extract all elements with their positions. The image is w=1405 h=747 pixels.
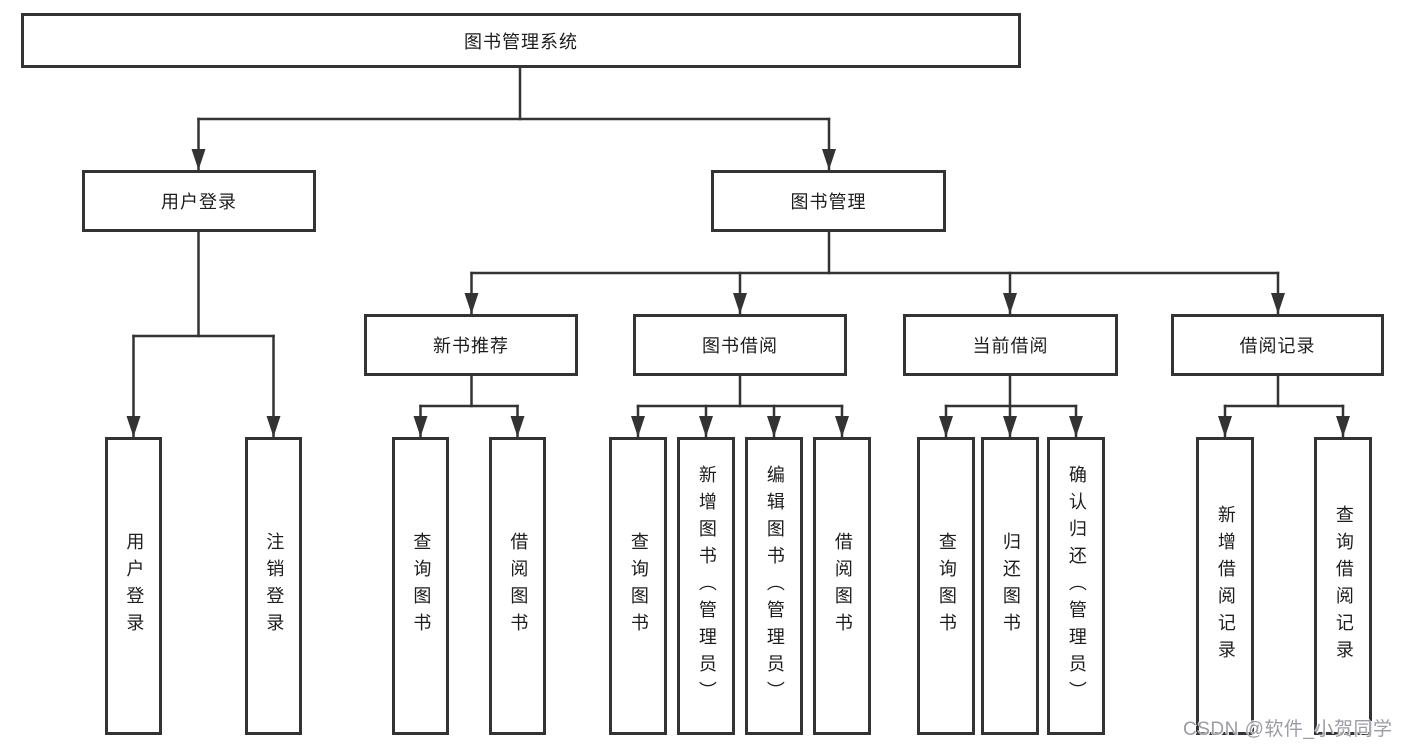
node-current-borrow: 当前借阅 — [903, 314, 1118, 376]
leaf-bb-query-books-label: 查询图书 — [628, 532, 649, 640]
leaf-query-books-label: 查询图书 — [411, 532, 432, 640]
node-borrow-records: 借阅记录 — [1171, 314, 1384, 376]
node-book-borrow: 图书借阅 — [633, 314, 847, 376]
node-borrow-records-label: 借阅记录 — [1239, 336, 1316, 356]
watermark: CSDN @软件_小贺同学 — [1183, 719, 1393, 740]
leaf-borrow-books-label: 借阅图书 — [508, 532, 529, 640]
leaf-bb-add-books-admin: 新增图书（管理员） — [677, 437, 735, 735]
node-book-borrow-label: 图书借阅 — [702, 336, 778, 356]
node-root-label: 图书管理系统 — [464, 31, 578, 52]
leaf-bb-edit-books-admin-label: 编辑图书（管理员） — [764, 464, 785, 708]
node-user-login-label: 用户登录 — [161, 192, 237, 212]
leaf-logout-label: 注销登录 — [264, 532, 285, 640]
leaf-cb-confirm-return-admin: 确认归还（管理员） — [1047, 437, 1105, 735]
node-book-management-label: 图书管理 — [790, 192, 867, 212]
node-user-login: 用户登录 — [82, 170, 316, 232]
leaf-borrow-books: 借阅图书 — [489, 437, 546, 735]
leaf-add-borrow-record-label: 新增借阅记录 — [1215, 505, 1236, 667]
node-new-book-recommend: 新书推荐 — [364, 314, 578, 376]
leaf-cb-confirm-return-admin-label: 确认归还（管理员） — [1066, 464, 1087, 708]
leaf-user-login-label: 用户登录 — [124, 532, 145, 640]
node-current-borrow-label: 当前借阅 — [972, 336, 1049, 356]
leaf-query-books: 查询图书 — [392, 437, 449, 735]
leaf-cb-query-books: 查询图书 — [917, 437, 975, 735]
leaf-bb-add-books-admin-label: 新增图书（管理员） — [696, 464, 717, 708]
node-new-book-recommend-label: 新书推荐 — [433, 336, 509, 356]
node-book-management: 图书管理 — [711, 170, 946, 232]
leaf-cb-return-books: 归还图书 — [981, 437, 1039, 735]
leaf-query-borrow-record-label: 查询借阅记录 — [1333, 505, 1354, 667]
leaf-cb-query-books-label: 查询图书 — [936, 532, 957, 640]
leaf-bb-borrow-books: 借阅图书 — [813, 437, 871, 735]
leaf-bb-query-books: 查询图书 — [609, 437, 667, 735]
leaf-logout: 注销登录 — [245, 437, 302, 735]
node-root: 图书管理系统 — [21, 13, 1021, 68]
leaf-bb-edit-books-admin: 编辑图书（管理员） — [745, 437, 803, 735]
leaf-bb-borrow-books-label: 借阅图书 — [832, 532, 853, 640]
leaf-user-login: 用户登录 — [105, 437, 162, 735]
leaf-cb-return-books-label: 归还图书 — [1000, 532, 1021, 640]
leaf-query-borrow-record: 查询借阅记录 — [1314, 437, 1372, 735]
leaf-add-borrow-record: 新增借阅记录 — [1196, 437, 1254, 735]
